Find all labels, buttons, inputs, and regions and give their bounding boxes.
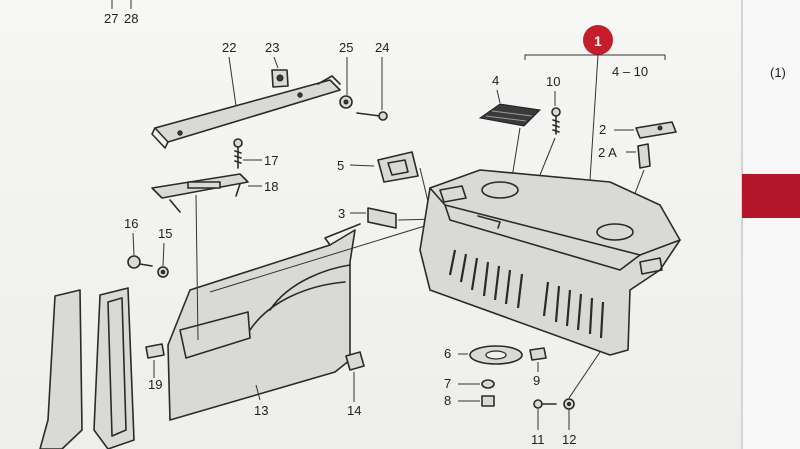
label-19: 19 xyxy=(148,377,162,392)
part-22-trim-strip xyxy=(151,75,341,149)
label-27: 27 xyxy=(104,11,118,26)
part-18-bracket xyxy=(151,173,249,213)
part-14-cap xyxy=(345,351,365,371)
side-accent-bar xyxy=(742,174,800,218)
part-11-screw xyxy=(533,399,557,409)
label-7: 7 xyxy=(444,376,451,391)
label-6: 6 xyxy=(444,346,451,361)
label-23: 23 xyxy=(265,40,279,55)
part-16-bolt xyxy=(127,255,153,269)
label-12: 12 xyxy=(562,432,576,447)
label-5: 5 xyxy=(337,158,344,173)
part-19-clip xyxy=(145,343,165,359)
part-25-nut xyxy=(339,95,353,109)
label-22: 22 xyxy=(222,40,236,55)
part-7-washer xyxy=(481,379,495,389)
part-9-clip xyxy=(529,347,547,361)
part-24-screw xyxy=(356,111,388,121)
label-13: 13 xyxy=(254,403,268,418)
side-panel xyxy=(742,0,800,449)
part-17-screw xyxy=(233,138,243,169)
label-14: 14 xyxy=(347,403,361,418)
part-2a-pin xyxy=(637,143,651,169)
label-2: 2 xyxy=(599,122,606,137)
label-3: 3 xyxy=(338,206,345,221)
label-16: 16 xyxy=(124,216,138,231)
label-15: 15 xyxy=(158,226,172,241)
label-group-range: 4 – 10 xyxy=(612,64,648,79)
label-9: 9 xyxy=(533,373,540,388)
group-badge xyxy=(583,25,613,55)
part-3-cover xyxy=(367,207,397,229)
part-4-speaker-grille xyxy=(478,103,542,127)
label-17: 17 xyxy=(264,153,278,168)
pillar-trim-left xyxy=(39,289,83,449)
label-11: 11 xyxy=(531,432,545,447)
parcel-shelf xyxy=(419,169,681,356)
part-12-washer xyxy=(563,398,575,410)
part-8-grommet xyxy=(481,395,495,407)
side-ref-label: (1) xyxy=(770,65,786,80)
label-18: 18 xyxy=(264,179,278,194)
part-10-screw xyxy=(551,107,561,135)
label-10: 10 xyxy=(546,74,560,89)
pillar-trim-right xyxy=(93,287,135,449)
label-24: 24 xyxy=(375,40,389,55)
label-8: 8 xyxy=(444,393,451,408)
label-2a: 2 A xyxy=(598,145,617,160)
part-2-latch xyxy=(635,121,677,139)
label-28: 28 xyxy=(124,11,138,26)
part-5-handle xyxy=(377,151,419,183)
group-badge-label: 1 xyxy=(594,33,602,49)
part-6-ring xyxy=(469,345,523,365)
label-25: 25 xyxy=(339,40,353,55)
part-15-washer xyxy=(157,266,169,278)
label-4: 4 xyxy=(492,73,499,88)
part-23-clip xyxy=(271,69,289,88)
